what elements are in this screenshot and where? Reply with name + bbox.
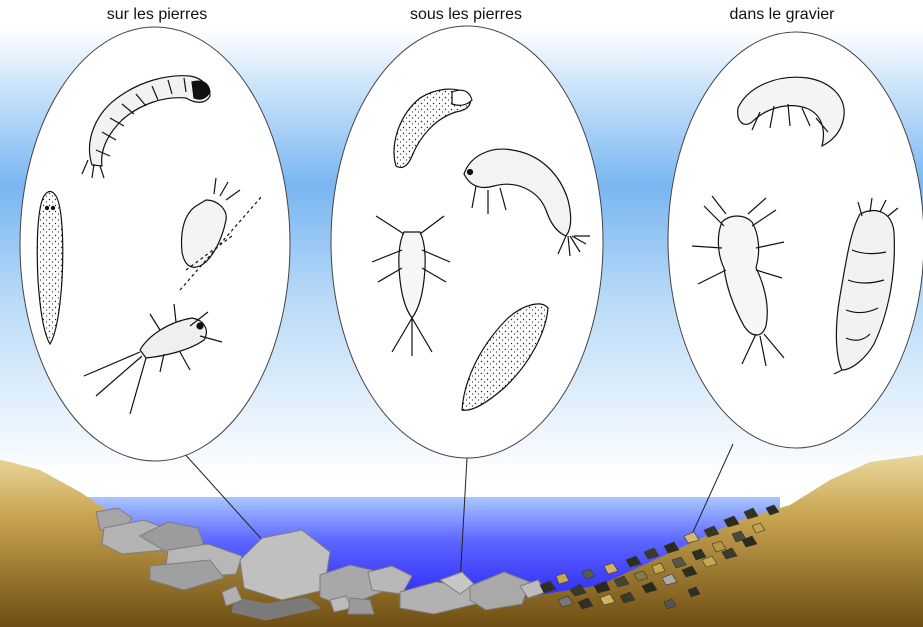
label-in-gravel: dans le gravier <box>730 6 835 24</box>
label-on-stones: sur les pierres <box>107 6 207 24</box>
label-under-stones: sous les pierres <box>410 6 522 24</box>
